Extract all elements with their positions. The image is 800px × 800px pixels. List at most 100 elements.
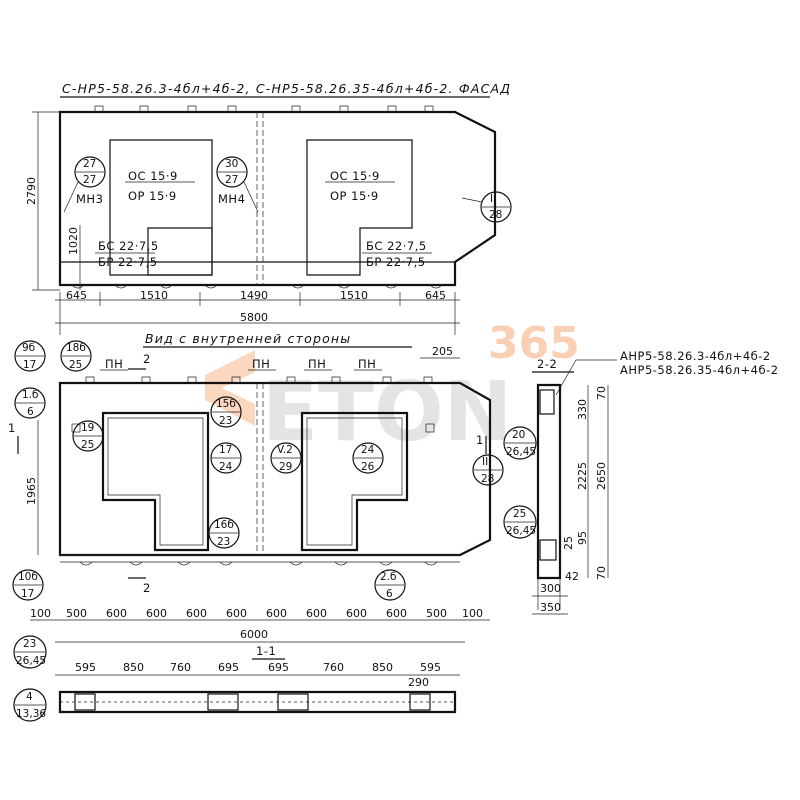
svg-text:600: 600 [106,607,127,620]
svg-text:25: 25 [69,359,82,371]
svg-text:100: 100 [462,607,483,620]
svg-text:19: 19 [81,422,94,434]
svg-text:100: 100 [30,607,51,620]
section-22-title: 2-2 [537,357,557,371]
svg-text:17: 17 [21,588,34,600]
svg-text:15б: 15б [216,398,236,410]
svg-text:95: 95 [576,531,589,545]
callout-4-1336: 413,36 [13,688,47,722]
section-1-1: 1-1 595 850 760 695 695 760 850 595 290 … [13,635,460,722]
section-mark-2-bottom: 2 [143,581,151,595]
section-22-label-2: АНР5-58.26.35-4бл+4б-2 [620,363,779,377]
svg-text:70: 70 [595,566,608,580]
facade-dim-1: 645 [66,289,87,302]
interior-pn-1: ПН [105,357,123,371]
interior-panel [58,376,492,566]
section-11-title: 1-1 [256,644,276,658]
svg-text:600: 600 [386,607,407,620]
interior-total-dim: 6000 [240,628,268,641]
svg-text:2650: 2650 [595,462,608,490]
svg-text:300: 300 [540,582,561,595]
svg-text:500: 500 [66,607,87,620]
svg-text:16б: 16б [214,519,234,531]
facade-dim-4: 1510 [340,289,368,302]
svg-text:25: 25 [513,508,526,520]
callout-20-2645: 20 26,45 [503,426,537,460]
interior-pn-4: ПН [358,357,376,371]
facade-left-block-bottom: ОР 15·9 [128,189,177,203]
svg-text:17: 17 [219,444,232,456]
svg-text:600: 600 [346,607,367,620]
facade-sub-dim: 1020 [67,227,80,255]
svg-text:17: 17 [23,359,36,371]
svg-text:26,45: 26,45 [16,655,46,667]
section-mark-1-left: 1 [8,421,16,435]
facade-right-small-top: БС 22·7,5 [366,239,427,253]
svg-text:24: 24 [361,444,375,456]
watermark-number: 365 [488,318,580,369]
section-2-2: 2-2 АНР5-58.26.3-4бл+4б-2 АНР5-58.26.35-… [503,349,779,615]
svg-text:13,36: 13,36 [16,708,46,720]
facade-dim-2: 1510 [140,289,168,302]
svg-text:10б: 10б [18,571,38,583]
svg-text:26,45: 26,45 [506,525,536,537]
svg-text:595: 595 [75,661,96,674]
facade-right-block-top: ОС 15·9 [330,169,380,183]
svg-text:23: 23 [217,536,230,548]
facade-dimensions: 2790 1020 645 1510 1490 1510 645 5800 [25,111,460,335]
facade-callout-mid-den: 27 [225,174,238,186]
svg-text:70: 70 [595,386,608,400]
section-mark-1-right: 1 [476,433,484,447]
interior-title: Вид с внутренней стороны [145,331,351,346]
svg-text:600: 600 [306,607,327,620]
svg-text:600: 600 [226,607,247,620]
facade-panel [58,105,497,289]
callout-25-2645: 25 26,45 [503,505,537,539]
interior-height-dim: 1965 [25,477,38,505]
facade-callout-left-num: 27 [83,158,96,170]
facade-callout-left-den: 27 [83,174,96,186]
svg-text:760: 760 [170,661,191,674]
svg-text:850: 850 [123,661,144,674]
svg-text:6: 6 [27,406,34,418]
svg-text:2225: 2225 [576,462,589,490]
section-mark-2-top: 2 [143,352,151,366]
svg-text:500: 500 [426,607,447,620]
interior-pn-2: ПН [252,357,270,371]
svg-text:600: 600 [186,607,207,620]
section-22-label-1: АНР5-58.26.3-4бл+4б-2 [620,349,771,363]
facade-dim-5: 645 [425,289,446,302]
facade-callout-right-den: 28 [489,209,502,221]
svg-text:20: 20 [512,429,525,441]
callout-1b-6: 1.б6 [14,387,46,419]
facade-left-small-top: БС 22·7,5 [98,239,159,253]
svg-text:1.б: 1.б [22,389,39,401]
svg-text:25: 25 [562,536,575,550]
svg-text:600: 600 [266,607,287,620]
svg-text:290: 290 [408,676,429,689]
svg-text:330: 330 [576,399,589,420]
facade-mark-mid: МН4 [218,192,245,206]
svg-text:2.б: 2.б [380,571,397,583]
svg-text:850: 850 [372,661,393,674]
interior-pn-3: ПН [308,357,326,371]
facade-right-small-bottom: БР 22·7,5 [366,255,426,269]
facade-dim-3: 1490 [240,289,268,302]
svg-text:V.2: V.2 [277,444,293,456]
svg-text:29: 29 [279,461,292,473]
interior-top-dim: 205 [432,345,453,358]
section-marks: 2 2 1 1 [8,352,487,595]
svg-text:695: 695 [218,661,239,674]
svg-text:26,45: 26,45 [506,446,536,458]
facade-left-block-top: ОС 15·9 [128,169,178,183]
svg-text:42: 42 [565,570,579,583]
